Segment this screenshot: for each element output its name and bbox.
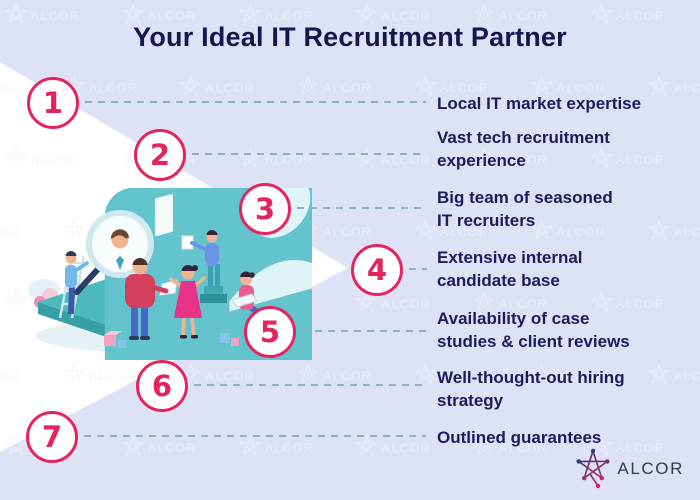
gift-boxes [104,331,239,348]
step-6-badge: 6 [136,360,188,412]
step-1-label: Local IT market expertise [437,94,642,113]
step-3-number: 3 [254,192,276,226]
person-man-back [125,257,178,340]
step-6-number: 6 [151,369,173,403]
step-5-number: 5 [259,315,281,349]
step-2-connector [192,153,426,155]
alcor-logo: ALCOR [576,448,684,490]
step-7-label: Outlined guarantees [437,428,602,447]
step-5-badge: 5 [244,306,296,358]
step-4-badge: 4 [351,244,403,296]
step-2-badge: 2 [134,129,186,181]
alcor-logo-text: ALCOR [617,459,684,478]
step-2-number: 2 [149,138,171,172]
step-1-connector [85,101,426,103]
person-woman-blue [181,229,227,303]
person-woman-pink [169,264,206,339]
step-4-connector [409,268,427,270]
step-3-badge: 3 [239,183,291,235]
recruitment-illustration [28,188,312,360]
step-5-connector [302,330,426,332]
step-7-connector [84,435,426,437]
candidate-wall [105,188,312,360]
step-7-number: 7 [41,420,63,454]
step-7-badge: 7 [26,411,78,463]
page-title: Your Ideal IT Recruitment Partner [133,22,567,52]
step-4-number: 4 [366,253,388,287]
step-3-connector [297,207,426,209]
alcor-star-icon [576,448,611,489]
step-6-connector [194,384,426,386]
candidate-portrait [98,229,142,272]
step-1-badge: 1 [27,77,79,129]
step-1-number: 1 [42,86,64,120]
